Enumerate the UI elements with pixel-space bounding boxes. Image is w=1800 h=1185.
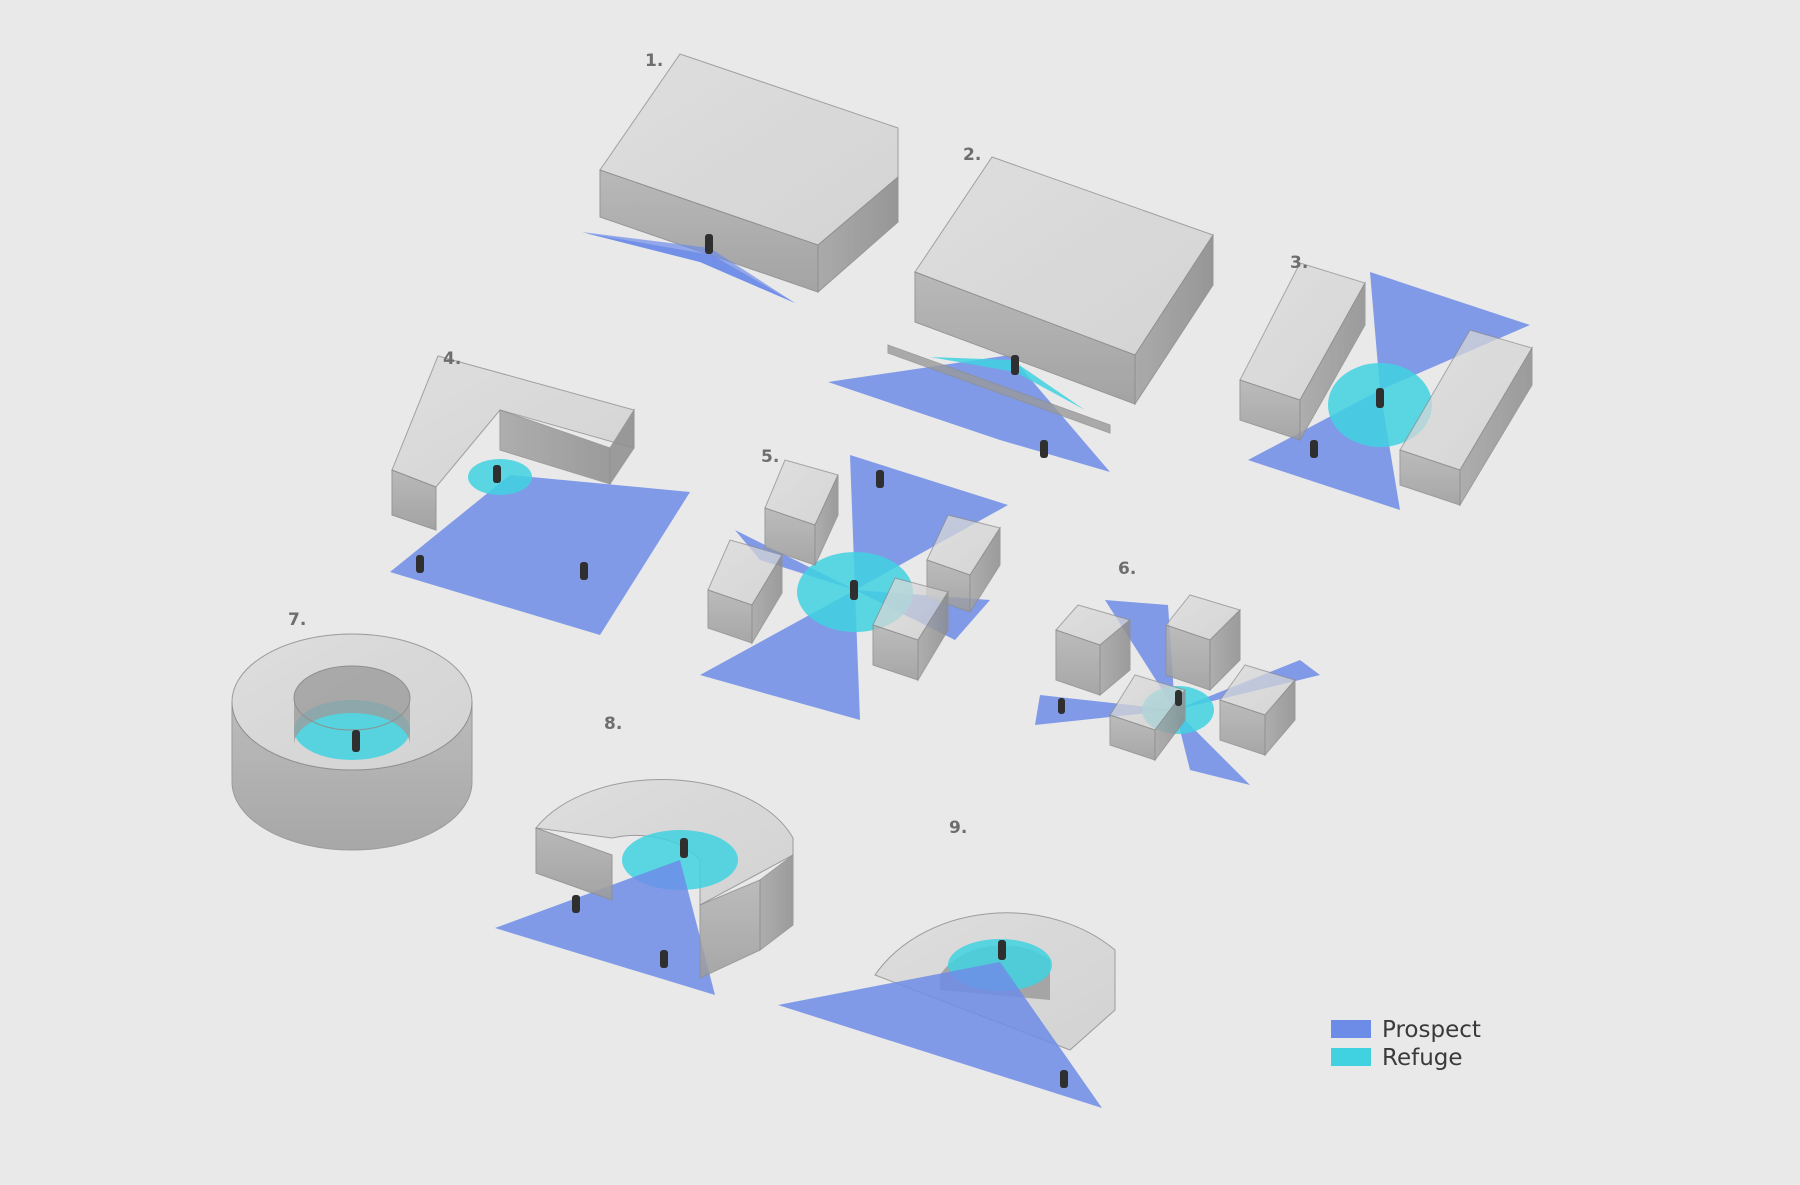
block-side bbox=[917, 590, 949, 682]
legend-label-prospect: Prospect bbox=[1382, 1017, 1481, 1043]
label-1: 1. bbox=[645, 51, 663, 71]
person-figure bbox=[850, 580, 858, 600]
person-figure bbox=[352, 730, 360, 752]
legend: Prospect Refuge bbox=[1331, 1017, 1481, 1071]
person-figure bbox=[705, 234, 713, 254]
block-side bbox=[759, 853, 794, 952]
block-side bbox=[969, 526, 1001, 614]
prospect-area bbox=[850, 455, 1008, 590]
person-figure bbox=[493, 465, 501, 483]
label-9: 9. bbox=[949, 818, 967, 838]
block-side bbox=[609, 408, 635, 486]
prospect-area-front bbox=[582, 232, 795, 303]
scenario-9 bbox=[778, 912, 1116, 1108]
block-side bbox=[1154, 688, 1186, 762]
prospect-area bbox=[390, 475, 690, 635]
prospect-area bbox=[1370, 272, 1530, 390]
block-side bbox=[1299, 281, 1366, 442]
prospect-area bbox=[778, 962, 1102, 1108]
refuge-area bbox=[930, 357, 1085, 410]
person-figure bbox=[680, 838, 688, 858]
block-side bbox=[814, 474, 839, 566]
person-figure bbox=[416, 555, 424, 573]
person-figure bbox=[660, 950, 668, 968]
prospect-area bbox=[828, 355, 1110, 472]
scenario-6 bbox=[1035, 594, 1320, 785]
ring-inner-top bbox=[293, 665, 411, 731]
scenario-2 bbox=[828, 156, 1214, 472]
scenario-8 bbox=[495, 779, 794, 995]
block-side bbox=[1209, 608, 1241, 692]
legend-swatch-refuge bbox=[1331, 1048, 1371, 1066]
scenario-5 bbox=[700, 455, 1008, 720]
prospect-area bbox=[1035, 695, 1175, 725]
label-5: 5. bbox=[761, 447, 779, 467]
scenario-3 bbox=[1239, 262, 1533, 510]
block-side bbox=[751, 553, 783, 645]
block-ledge bbox=[887, 344, 1111, 434]
label-8: 8. bbox=[604, 714, 622, 734]
person-figure bbox=[1310, 440, 1318, 458]
label-7: 7. bbox=[288, 610, 306, 630]
scenario-labels: 1. 2. 3. 4. 5. 6. 7. 8. 9. bbox=[288, 51, 1308, 838]
person-figure bbox=[998, 940, 1006, 960]
block-side bbox=[1264, 678, 1296, 757]
block-top bbox=[914, 156, 1214, 356]
person-figure bbox=[1060, 1070, 1068, 1088]
label-2: 2. bbox=[963, 145, 981, 165]
person-figure bbox=[1011, 355, 1019, 375]
block-top bbox=[599, 53, 899, 246]
person-figure bbox=[1058, 698, 1065, 714]
label-3: 3. bbox=[1290, 253, 1308, 273]
person-figure bbox=[572, 895, 580, 913]
block-front bbox=[535, 827, 613, 901]
block-side bbox=[1099, 618, 1131, 697]
person-figure bbox=[1040, 440, 1048, 458]
scenario-7 bbox=[231, 633, 473, 851]
block-side bbox=[1459, 346, 1533, 507]
scenario-1 bbox=[582, 53, 899, 303]
person-figure bbox=[580, 562, 588, 580]
scenario-4 bbox=[390, 355, 690, 635]
legend-label-refuge: Refuge bbox=[1382, 1045, 1463, 1071]
label-6: 6. bbox=[1118, 559, 1136, 579]
person-figure bbox=[1376, 388, 1384, 408]
person-figure bbox=[876, 470, 884, 488]
legend-swatch-prospect bbox=[1331, 1020, 1371, 1038]
label-4: 4. bbox=[443, 349, 461, 369]
ring-inner-wall bbox=[294, 666, 410, 745]
person-figure bbox=[1175, 690, 1182, 706]
